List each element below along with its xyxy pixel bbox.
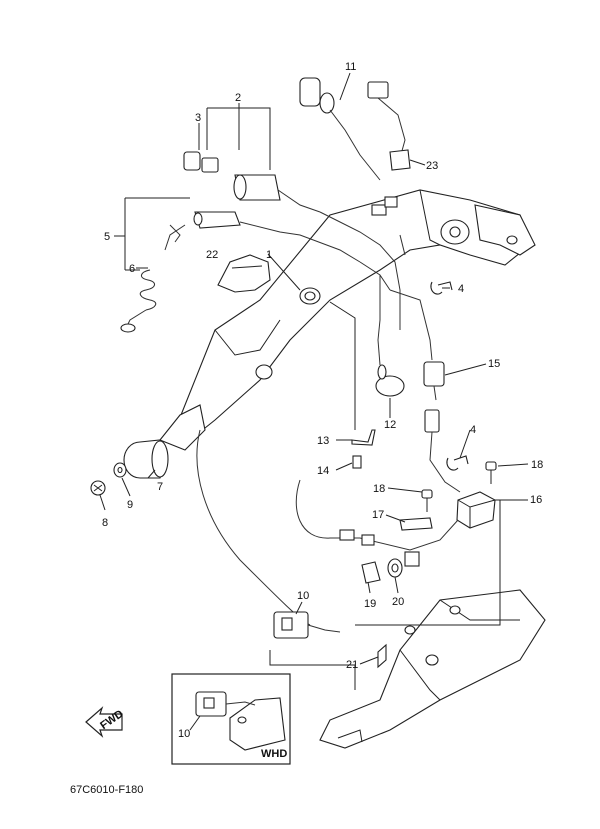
fwd-arrow xyxy=(85,706,123,738)
callout-11: 11 xyxy=(345,61,356,73)
callout-12: 12 xyxy=(384,419,396,431)
steering-handle-body xyxy=(159,189,536,451)
callout-22: 22 xyxy=(206,249,218,261)
callout-4-lower: 4 xyxy=(470,424,476,436)
callout-7: 7 xyxy=(157,481,163,493)
lanyard xyxy=(120,224,181,333)
clamp-lower xyxy=(446,455,469,471)
screw-14 xyxy=(352,455,362,469)
grip-cover xyxy=(217,254,271,293)
callout-4-upper: 4 xyxy=(458,283,464,295)
callout-3: 3 xyxy=(195,112,201,124)
callout-1: 1 xyxy=(266,249,272,261)
throttle-grip xyxy=(123,439,169,479)
inset-label: WHD xyxy=(261,748,287,760)
callout-10-main: 10 xyxy=(297,590,309,602)
bolt-lower xyxy=(421,489,433,512)
callout-18-lower: 18 xyxy=(373,483,385,495)
callout-15: 15 xyxy=(488,358,500,370)
callout-17: 17 xyxy=(372,509,384,521)
callout-16: 16 xyxy=(530,494,542,506)
main-switch xyxy=(183,151,321,213)
washer xyxy=(113,462,127,478)
callout-23: 23 xyxy=(426,160,438,172)
callout-9: 9 xyxy=(127,499,133,511)
connector-15 xyxy=(423,361,445,401)
clamp xyxy=(430,281,453,295)
callout-2: 2 xyxy=(235,92,241,104)
callout-8: 8 xyxy=(102,517,108,529)
callout-14: 14 xyxy=(317,465,329,477)
inset-box xyxy=(171,673,291,765)
coupler-lower xyxy=(424,409,461,493)
bracket xyxy=(351,429,376,446)
callout-19: 19 xyxy=(364,598,376,610)
clip-ring xyxy=(299,287,321,305)
base-plate xyxy=(319,589,546,749)
callout-6: 6 xyxy=(129,263,135,275)
drawing-code: 67C6010-F180 xyxy=(70,784,143,796)
callout-21: 21 xyxy=(346,659,358,671)
washer-21 xyxy=(377,643,387,669)
harness-connector xyxy=(299,77,411,181)
relay xyxy=(456,491,496,529)
callout-18-upper: 18 xyxy=(531,459,543,471)
callout-20: 20 xyxy=(392,596,404,608)
buzzer xyxy=(375,339,405,397)
bolt-upper xyxy=(485,461,497,484)
callout-10-inset: 10 xyxy=(178,728,190,740)
callout-5: 5 xyxy=(104,231,110,243)
callout-13: 13 xyxy=(317,435,329,447)
stop-switch xyxy=(164,211,361,263)
connector-10 xyxy=(273,611,341,639)
grommet-19 xyxy=(361,561,381,584)
grommet-20 xyxy=(387,558,403,578)
screw xyxy=(90,480,106,496)
bracket-17 xyxy=(399,517,433,531)
